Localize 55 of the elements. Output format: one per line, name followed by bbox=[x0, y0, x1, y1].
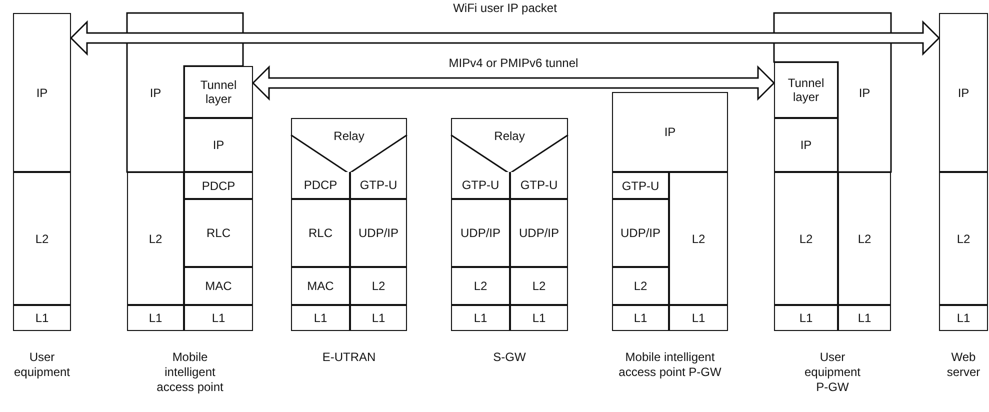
protocol-layer: L2 bbox=[13, 172, 71, 305]
protocol-layer: GTP-U bbox=[451, 172, 510, 199]
protocol-layer: L1 bbox=[127, 305, 184, 331]
double-arrow bbox=[252, 65, 776, 101]
stack-caption: User equipment bbox=[12, 350, 72, 380]
protocol-layer: MAC bbox=[184, 267, 253, 305]
protocol-layer: IP bbox=[612, 92, 728, 172]
protocol-layer: L2 bbox=[774, 172, 838, 305]
stack-caption: Mobile intelligent access point bbox=[156, 350, 224, 395]
stack-caption: Web server bbox=[946, 350, 982, 380]
protocol-layer: L2 bbox=[451, 267, 510, 305]
stack-caption: Mobile intelligent access point P-GW bbox=[618, 350, 722, 380]
protocol-layer: MAC bbox=[291, 267, 350, 305]
protocol-layer: GTP-U bbox=[350, 172, 407, 199]
protocol-layer: L1 bbox=[939, 305, 988, 331]
protocol-layer: Tunnel layer bbox=[774, 62, 838, 118]
protocol-layer: L1 bbox=[510, 305, 568, 331]
edge-label: WiFi user IP packet bbox=[450, 1, 560, 15]
protocol-layer: L2 bbox=[838, 172, 891, 305]
protocol-layer: RLC bbox=[291, 199, 350, 267]
protocol-layer: L1 bbox=[350, 305, 407, 331]
protocol-layer: L2 bbox=[127, 172, 184, 305]
protocol-layer: L2 bbox=[612, 267, 669, 305]
protocol-layer: L2 bbox=[350, 267, 407, 305]
protocol-layer: L1 bbox=[612, 305, 669, 331]
stack-caption: User equipment P-GW bbox=[803, 350, 862, 395]
protocol-layer: L1 bbox=[669, 305, 728, 331]
protocol-layer: UDP/IP bbox=[451, 199, 510, 267]
protocol-layer: PDCP bbox=[184, 172, 253, 199]
protocol-layer: IP bbox=[939, 13, 988, 172]
protocol-layer: UDP/IP bbox=[612, 199, 669, 267]
protocol-layer: L1 bbox=[774, 305, 838, 331]
protocol-layer: IP bbox=[13, 13, 71, 172]
stack-caption: S-GW bbox=[492, 350, 527, 365]
protocol-layer: Tunnel layer bbox=[184, 66, 253, 118]
protocol-layer: UDP/IP bbox=[510, 199, 568, 267]
protocol-layer: IP bbox=[184, 118, 253, 172]
protocol-layer: L2 bbox=[669, 172, 728, 305]
protocol-layer: GTP-U bbox=[612, 172, 669, 199]
protocol-layer: L1 bbox=[838, 305, 891, 331]
protocol-layer: UDP/IP bbox=[350, 199, 407, 267]
protocol-layer: RLC bbox=[184, 199, 253, 267]
protocol-layer: L1 bbox=[451, 305, 510, 331]
protocol-layer: Relay bbox=[451, 118, 568, 172]
stack-caption: E-UTRAN bbox=[321, 350, 377, 365]
protocol-layer: L1 bbox=[13, 305, 71, 331]
protocol-layer: GTP-U bbox=[510, 172, 568, 199]
protocol-layer: PDCP bbox=[291, 172, 350, 199]
protocol-layer: L1 bbox=[184, 305, 253, 331]
double-arrow bbox=[70, 20, 940, 56]
protocol-layer: IP bbox=[774, 118, 838, 172]
protocol-layer: L1 bbox=[291, 305, 350, 331]
protocol-layer: L2 bbox=[939, 172, 988, 305]
protocol-layer: L2 bbox=[510, 267, 568, 305]
protocol-layer: Relay bbox=[291, 118, 407, 172]
